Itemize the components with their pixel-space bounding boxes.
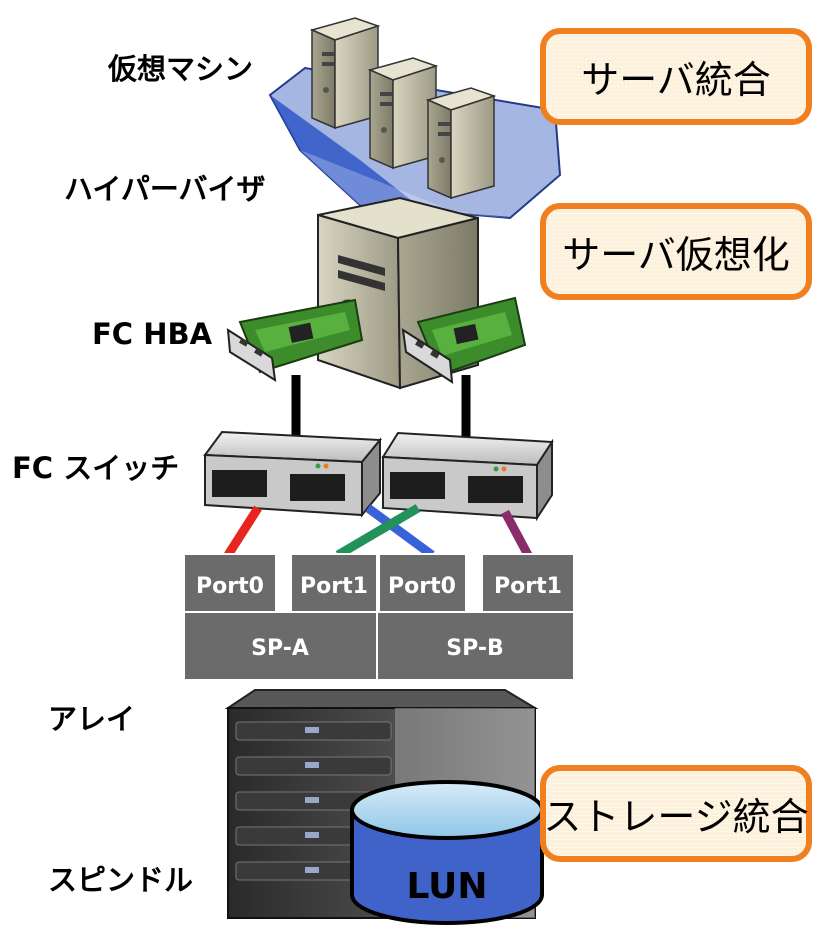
label-hypervisor: ハイパーバイザ xyxy=(64,172,266,206)
fc-switch-icon-right xyxy=(381,431,554,522)
sp-label-b: SP-B xyxy=(446,636,503,661)
cable-green xyxy=(335,504,421,559)
label-virtual-machine: 仮想マシン xyxy=(108,52,254,86)
callout-server-consolidation: サーバ統合 xyxy=(540,28,812,125)
callout-server-consolidation-text: サーバ統合 xyxy=(581,58,771,102)
port-label-spa-port1: Port1 xyxy=(300,574,368,599)
sp-block-b: SP-B xyxy=(376,611,575,681)
lun-cylinder-icon: LUN xyxy=(350,780,544,925)
port-label-spa-port0: Port0 xyxy=(196,574,264,599)
port-label-spb-port1: Port1 xyxy=(494,574,562,599)
sp-block-a: SP-A xyxy=(183,611,378,681)
callout-server-virtualization-text: サーバ仮想化 xyxy=(562,233,790,277)
label-array: アレイ xyxy=(48,702,136,736)
hba-card-icon-right xyxy=(401,296,527,384)
callout-storage-consolidation: ストレージ統合 xyxy=(540,765,812,862)
port-block-spb-port1: Port1 xyxy=(481,553,575,613)
label-spindle: スピンドル xyxy=(48,863,194,897)
cable-red xyxy=(224,505,262,558)
port-label-spb-port0: Port0 xyxy=(388,574,456,599)
cable-blue xyxy=(365,504,435,559)
label-fc-switch: FC スイッチ xyxy=(12,451,180,485)
port-block-spa-port0: Port0 xyxy=(183,553,277,613)
vm-server-icon-1 xyxy=(309,17,381,130)
vm-server-icon-3 xyxy=(425,87,497,200)
port-block-spb-port0: Port0 xyxy=(378,553,467,613)
port-block-spa-port1: Port1 xyxy=(290,553,378,613)
vm-server-icon-2 xyxy=(367,57,439,170)
lun-label: LUN xyxy=(406,866,487,907)
callout-storage-consolidation-text: ストレージ統合 xyxy=(543,795,809,839)
hba-card-icon-left xyxy=(226,298,364,382)
sp-label-a: SP-A xyxy=(251,636,309,661)
cable-purple xyxy=(501,509,532,558)
label-fc-hba: FC HBA xyxy=(92,317,213,351)
fc-switch-icon-left xyxy=(203,430,383,518)
callout-server-virtualization: サーバ仮想化 xyxy=(540,203,812,300)
